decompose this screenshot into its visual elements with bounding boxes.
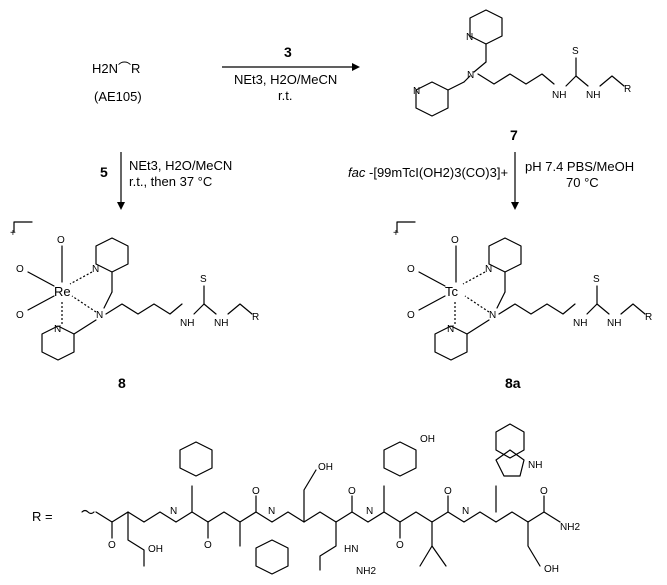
svg-text:O: O — [451, 235, 459, 246]
step1-temp: r.t. — [278, 88, 292, 103]
svg-text:O: O — [396, 540, 404, 551]
svg-text:N: N — [489, 310, 496, 321]
step1-conditions: NEt3, H2O/MeCN — [234, 72, 337, 87]
svg-text:N: N — [466, 32, 473, 43]
svg-text:O: O — [204, 540, 212, 551]
svg-text:O: O — [540, 486, 548, 497]
compound-8-label: 8 — [118, 375, 126, 391]
step1-arrow: 3 NEt3, H2O/MeCN r.t. — [222, 44, 360, 103]
svg-text:O: O — [444, 486, 452, 497]
compound-7-label: 7 — [510, 127, 518, 143]
svg-text:NH: NH — [607, 318, 621, 329]
r-group-peptide: R = O O O O O O O N N N N NH2 OH — [32, 423, 580, 577]
reactant-formula: H2N⌒R — [92, 61, 140, 76]
svg-text:O: O — [252, 486, 260, 497]
svg-text:N: N — [170, 506, 177, 517]
step3-reagent-number: 5 — [100, 164, 108, 180]
svg-text:N: N — [366, 506, 373, 517]
svg-text:NH2: NH2 — [560, 522, 580, 533]
svg-text:NH: NH — [214, 318, 228, 329]
svg-text:N: N — [413, 86, 420, 97]
step2-arrow: fac -[99mTcI(OH2)3(CO)3]+ pH 7.4 PBS/MeO… — [348, 152, 634, 210]
svg-text:NH: NH — [180, 318, 194, 329]
step2-reagent: -[99mTcI(OH2)3(CO)3]+ — [369, 165, 508, 180]
svg-text:S: S — [200, 274, 207, 285]
re-metal: Re — [54, 284, 71, 299]
reactant-label: (AE105) — [94, 89, 142, 104]
svg-text:HN: HN — [344, 544, 358, 555]
svg-text:O: O — [16, 310, 24, 321]
svg-text:N: N — [54, 324, 61, 335]
svg-text:NH: NH — [573, 318, 587, 329]
svg-text:OH: OH — [420, 434, 435, 445]
step3-arrow: 5 NEt3, H2O/MeCN r.t., then 37 °C — [100, 152, 232, 210]
compound-8a-label: 8a — [505, 375, 521, 391]
compound-8a-structure: + Tc O O O N N N NH S NH R — [393, 221, 652, 361]
step2-conditions: pH 7.4 PBS/MeOH — [525, 159, 634, 174]
svg-text:N: N — [462, 506, 469, 517]
svg-text:OH: OH — [148, 544, 163, 555]
tc-metal: Tc — [445, 284, 459, 299]
svg-text:OH: OH — [318, 462, 333, 473]
ligand-r: R — [624, 84, 631, 95]
thiourea-nh-2: NH — [586, 90, 600, 101]
svg-text:NH: NH — [528, 460, 542, 471]
step3-conditions: NEt3, H2O/MeCN — [129, 158, 232, 173]
svg-text:O: O — [16, 264, 24, 275]
svg-text:R: R — [645, 312, 652, 323]
svg-text:OH: OH — [544, 564, 559, 575]
svg-text:N: N — [268, 506, 275, 517]
compound-8-structure: + Re O O O N N N NH S NH R — [10, 221, 259, 361]
svg-text:N: N — [92, 264, 99, 275]
svg-text:O: O — [407, 264, 415, 275]
svg-text:+: + — [10, 228, 16, 239]
step2-temp: 70 °C — [566, 175, 599, 190]
svg-text:N: N — [96, 310, 103, 321]
svg-text:O: O — [407, 310, 415, 321]
compound-7-structure: N N N NH S NH R — [413, 9, 631, 117]
svg-text:N: N — [447, 324, 454, 335]
svg-text:N: N — [485, 264, 492, 275]
svg-text:S: S — [593, 274, 600, 285]
step1-reagent-number: 3 — [284, 44, 292, 60]
reactant-amine: H2N⌒R (AE105) — [92, 61, 142, 104]
svg-text:+: + — [393, 228, 399, 239]
svg-text:O: O — [348, 486, 356, 497]
svg-text:O: O — [108, 540, 116, 551]
svg-text:NH2: NH2 — [356, 566, 376, 577]
svg-text:R: R — [252, 312, 259, 323]
svg-text:O: O — [57, 235, 65, 246]
step3-temp: r.t., then 37 °C — [129, 174, 212, 189]
step2-reagent-prefix: fac — [348, 165, 366, 180]
thiourea-s: S — [572, 46, 579, 57]
r-group-label: R = — [32, 509, 53, 524]
ligand-amine-n: N — [467, 70, 474, 81]
thiourea-nh-1: NH — [552, 90, 566, 101]
